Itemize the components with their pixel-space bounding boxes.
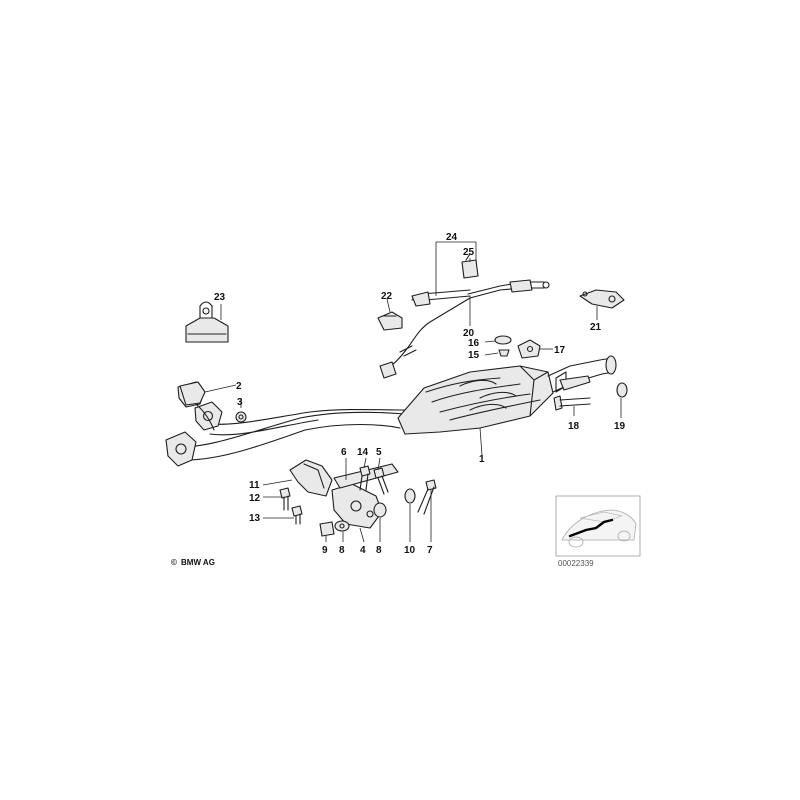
callout-labels: 2 3 23 22 24 25 20 16 15 17 21 18 19 1 6…	[214, 232, 626, 556]
copyright-symbol: ©	[171, 558, 177, 567]
callout-14: 14	[357, 447, 369, 458]
rear-hanger-tab	[559, 375, 591, 391]
callout-7: 7	[427, 545, 433, 556]
callout-13: 13	[249, 513, 261, 524]
nut-part-8-left	[334, 520, 350, 532]
callout-24: 24	[446, 232, 458, 243]
callout-8-right: 8	[376, 545, 382, 556]
callout-17: 17	[554, 345, 566, 356]
callout-12: 12	[249, 493, 261, 504]
nut-part-8-right	[373, 502, 387, 518]
callout-6: 6	[341, 447, 347, 458]
callout-19: 19	[614, 421, 626, 432]
bracket-part-4	[331, 483, 383, 529]
callout-1: 1	[479, 454, 485, 465]
bolt-part-13	[291, 505, 303, 525]
rear-pipe-end	[605, 355, 617, 375]
oxygen-sensor-part-20	[379, 279, 550, 379]
vehicle-location-inset: 00022339	[555, 495, 641, 568]
holder-part-25	[461, 253, 479, 279]
bolt-part-5	[373, 467, 389, 495]
nut-part-9	[319, 521, 335, 537]
callout-4: 4	[360, 545, 366, 556]
callout-16: 16	[468, 338, 480, 349]
callout-10: 10	[404, 545, 416, 556]
bolt-part-12	[279, 487, 291, 511]
callout-20: 20	[463, 328, 475, 339]
gasket-part-2	[179, 381, 206, 406]
callout-25: 25	[463, 247, 475, 258]
nut-part-19	[616, 382, 628, 398]
bolt-part-7	[417, 479, 437, 515]
clip-part-22	[377, 311, 403, 331]
callout-8-left: 8	[339, 545, 345, 556]
washer-part-10	[404, 488, 416, 504]
callout-22: 22	[381, 291, 393, 302]
copyright-text: BMW AG	[181, 558, 215, 567]
bracket-part-23	[185, 301, 229, 343]
screw-part-15	[498, 349, 510, 357]
front-flange-lower	[165, 431, 197, 467]
bracket-part-21	[579, 289, 625, 309]
copyright-notice: © BMW AG	[171, 558, 215, 567]
bracket-part-11	[289, 459, 333, 497]
diagram-number: 00022339	[558, 559, 594, 568]
nut-part-3	[235, 411, 247, 423]
callout-21: 21	[590, 322, 602, 333]
callout-5: 5	[376, 447, 382, 458]
callout-9: 9	[322, 545, 328, 556]
washer-part-16	[494, 335, 512, 345]
bolt-part-18	[553, 395, 591, 411]
callout-11: 11	[249, 480, 260, 491]
catalytic-converter	[397, 365, 554, 435]
callout-2: 2	[236, 381, 242, 392]
leader-lines	[204, 241, 622, 543]
inset-exhaust-highlight	[568, 518, 614, 538]
callout-18: 18	[568, 421, 580, 432]
callout-23: 23	[214, 292, 226, 303]
callout-3: 3	[237, 397, 243, 408]
callout-15: 15	[468, 350, 480, 361]
bolt-part-14	[359, 465, 371, 491]
rubber-mount-part-17	[517, 339, 541, 359]
